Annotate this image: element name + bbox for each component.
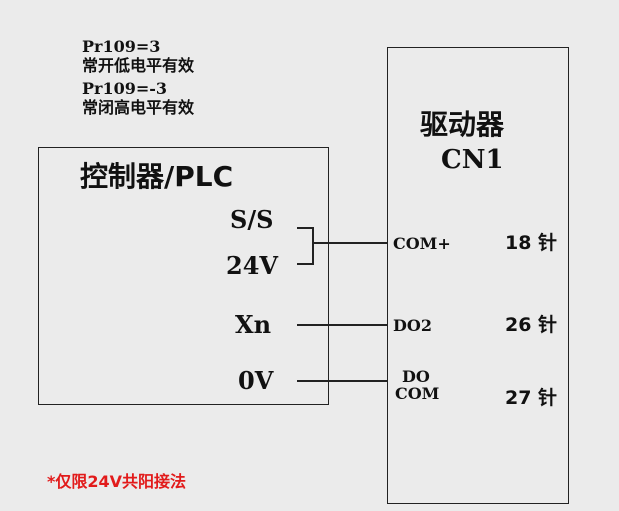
note-normally-open: 常开低电平有效 xyxy=(82,56,195,75)
controller-title: 控制器/PLC xyxy=(80,160,234,193)
note-normally-closed: 常闭高电平有效 xyxy=(82,98,195,117)
controller-box xyxy=(38,147,329,405)
wire-24v-stub xyxy=(297,263,313,265)
controller-pin-0v: 0V xyxy=(238,366,274,395)
driver-box xyxy=(387,47,569,504)
controller-pin-ss: S/S xyxy=(230,205,274,234)
driver-pin-26-number: 26 针 xyxy=(505,314,558,336)
wire-ss-stub xyxy=(297,227,313,229)
wire-0v-docom xyxy=(297,380,387,382)
driver-pin-com-bottom: COM xyxy=(395,384,440,403)
driver-pin-com-plus: COM+ xyxy=(393,234,451,253)
controller-pin-24v: 24V xyxy=(226,251,279,280)
footnote-24v-common-anode: *仅限24V共阳接法 xyxy=(47,472,187,491)
note-pr109-negative: Pr109=-3 xyxy=(82,79,168,98)
driver-pin-27-number: 27 针 xyxy=(505,387,558,409)
driver-connector-label: CN1 xyxy=(441,145,504,175)
wire-bridge-vertical xyxy=(312,227,314,265)
controller-pin-xn: Xn xyxy=(235,310,272,339)
driver-title: 驱动器 xyxy=(420,108,505,141)
wire-xn-do2 xyxy=(297,324,387,326)
wire-com-plus xyxy=(313,242,387,244)
driver-pin-do-top: DO xyxy=(402,367,430,386)
note-pr109-positive: Pr109=3 xyxy=(82,37,161,56)
driver-pin-18-number: 18 针 xyxy=(505,232,558,254)
driver-pin-do2: DO2 xyxy=(393,316,432,335)
